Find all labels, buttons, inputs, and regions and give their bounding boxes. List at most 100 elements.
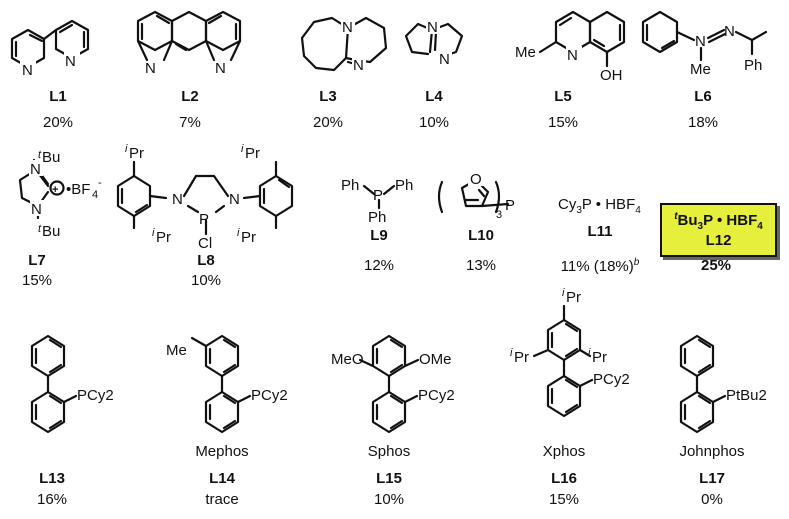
atom-OMe: OMe [419,351,452,368]
atom-iPr: Pr [514,349,529,366]
ligand-name-L15: Sphos [367,443,411,460]
substituent-label: PCy2 [593,371,630,388]
atom-Ph: Ph [744,57,762,74]
formula-L12: tBu3P • HBF4 [674,211,763,232]
atom-N: N [567,47,578,64]
structure-L14: Me PCy2 [166,334,288,434]
atom-Me: Me [690,61,711,78]
atom-Ph: Ph [341,177,359,194]
ligand-label-L13: L13 [39,470,65,487]
atom-Me: Me [166,342,187,359]
atom-N: N [145,60,156,77]
atom-t-prefix: t [38,223,42,235]
yield-L7: 15% [21,272,53,289]
ligand-label-L15: L15 [376,470,402,487]
structure-L8: N N P Cl i Pr i Pr i Pr i Pr [116,143,294,252]
substituent-label: PtBu2 [726,387,767,404]
structure-L3: N N [300,16,388,74]
structure-L5: N Me OH [515,10,626,84]
yield-L9: 12% [363,257,395,274]
atom-t-prefix: t [38,149,42,161]
atom-iPr: Pr [156,229,171,246]
ligand-label-L12: L12 [705,232,732,249]
atom-P: P [505,197,515,214]
atom-MeO: MeO [331,351,364,368]
yield-L2: 7% [179,114,201,131]
ligand-name-L16: Xphos [542,443,586,460]
yield-L16: 15% [548,491,580,508]
yield-L13: 16% [36,491,68,508]
ligand-label-L10: L10 [468,227,494,244]
atom-N: N [30,161,41,178]
yield-L6: 18% [687,114,719,131]
ligand-label-L11: L11 [587,223,613,240]
atom-Ph: Ph [395,177,413,194]
structure-L1: N N [10,19,90,79]
ligand-label-L7: L7 [28,252,46,269]
atom-N: N [229,191,240,208]
ligand-label-L9: L9 [370,227,388,244]
atom-i-prefix: i [237,227,240,239]
counterion: •BF [66,181,90,198]
substituent-label: PCy2 [418,387,455,404]
yield-L3: 20% [312,114,344,131]
atom-i-prefix: i [588,347,591,359]
atom-iPr: Pr [592,349,607,366]
atom-tBu: Bu [42,149,60,166]
ligand-label-L17: L17 [699,470,725,487]
atom-Me: Me [515,44,536,61]
structure-L2: N N [136,10,242,77]
ligand-label-L2: L2 [181,88,199,105]
yield-L5: 15% [547,114,579,131]
structure-L6: N N Me Ph [641,10,768,78]
ligand-label-L14: L14 [209,470,235,487]
structure-L17: PtBu2 [679,334,767,434]
atom-N: N [353,57,364,74]
atom-N: N [695,33,706,50]
ligand-label-L1: L1 [49,88,67,105]
atom-O: O [470,171,482,188]
yield-L4: 10% [418,114,450,131]
yield-L12: 25% [700,257,732,274]
atom-i-prefix: i [125,143,128,155]
atom-iPr: Pr [129,145,144,162]
yield-L8: 10% [190,272,222,289]
atom-N: N [724,23,735,40]
atom-P: P [199,211,209,228]
atom-Cl: Cl [198,235,212,252]
ligand-label-L6: L6 [694,88,712,105]
atom-i-prefix: i [562,287,565,299]
ligand-label-L4: L4 [425,88,443,105]
counterion-sub: 4 [92,189,98,201]
structure-L4: N N [404,18,464,68]
atom-N: N [427,19,438,36]
plus-sign: + [52,184,58,196]
substituent-label: PCy2 [251,387,288,404]
yield-L10: 13% [465,257,497,274]
structure-L13: PCy2 [30,334,114,434]
atom-N: N [65,53,76,70]
atom-N: N [172,191,183,208]
atom-iPr: Pr [566,289,581,306]
atom-OH: OH [600,67,623,84]
structure-L15: MeO OMe PCy2 [331,334,455,434]
atom-N: N [22,62,33,79]
atom-N: N [215,60,226,77]
structure-L16: i Pr i Pr i Pr PCy2 [510,287,630,418]
ligand-name-L17: Johnphos [679,443,745,460]
formula-L11: Cy3P • HBF4 [558,196,641,216]
atom-i-prefix: i [152,227,155,239]
structure-L9: Ph P Ph Ph [341,177,413,226]
ligand-name-L14: Mephos [195,443,249,460]
structure-L7: N N t Bu t Bu + •BF 4 - [18,149,102,240]
atom-iPr: Pr [241,229,256,246]
structure-L10: O 3 P [437,170,515,221]
atom-N: N [31,201,42,218]
atom-Ph: Ph [368,209,386,226]
counterion-sup: - [98,177,102,189]
atom-N: N [439,51,450,68]
subscript-3: 3 [496,209,502,221]
highlight-box-L12: tBu3P • HBF4 L12 [660,203,777,257]
